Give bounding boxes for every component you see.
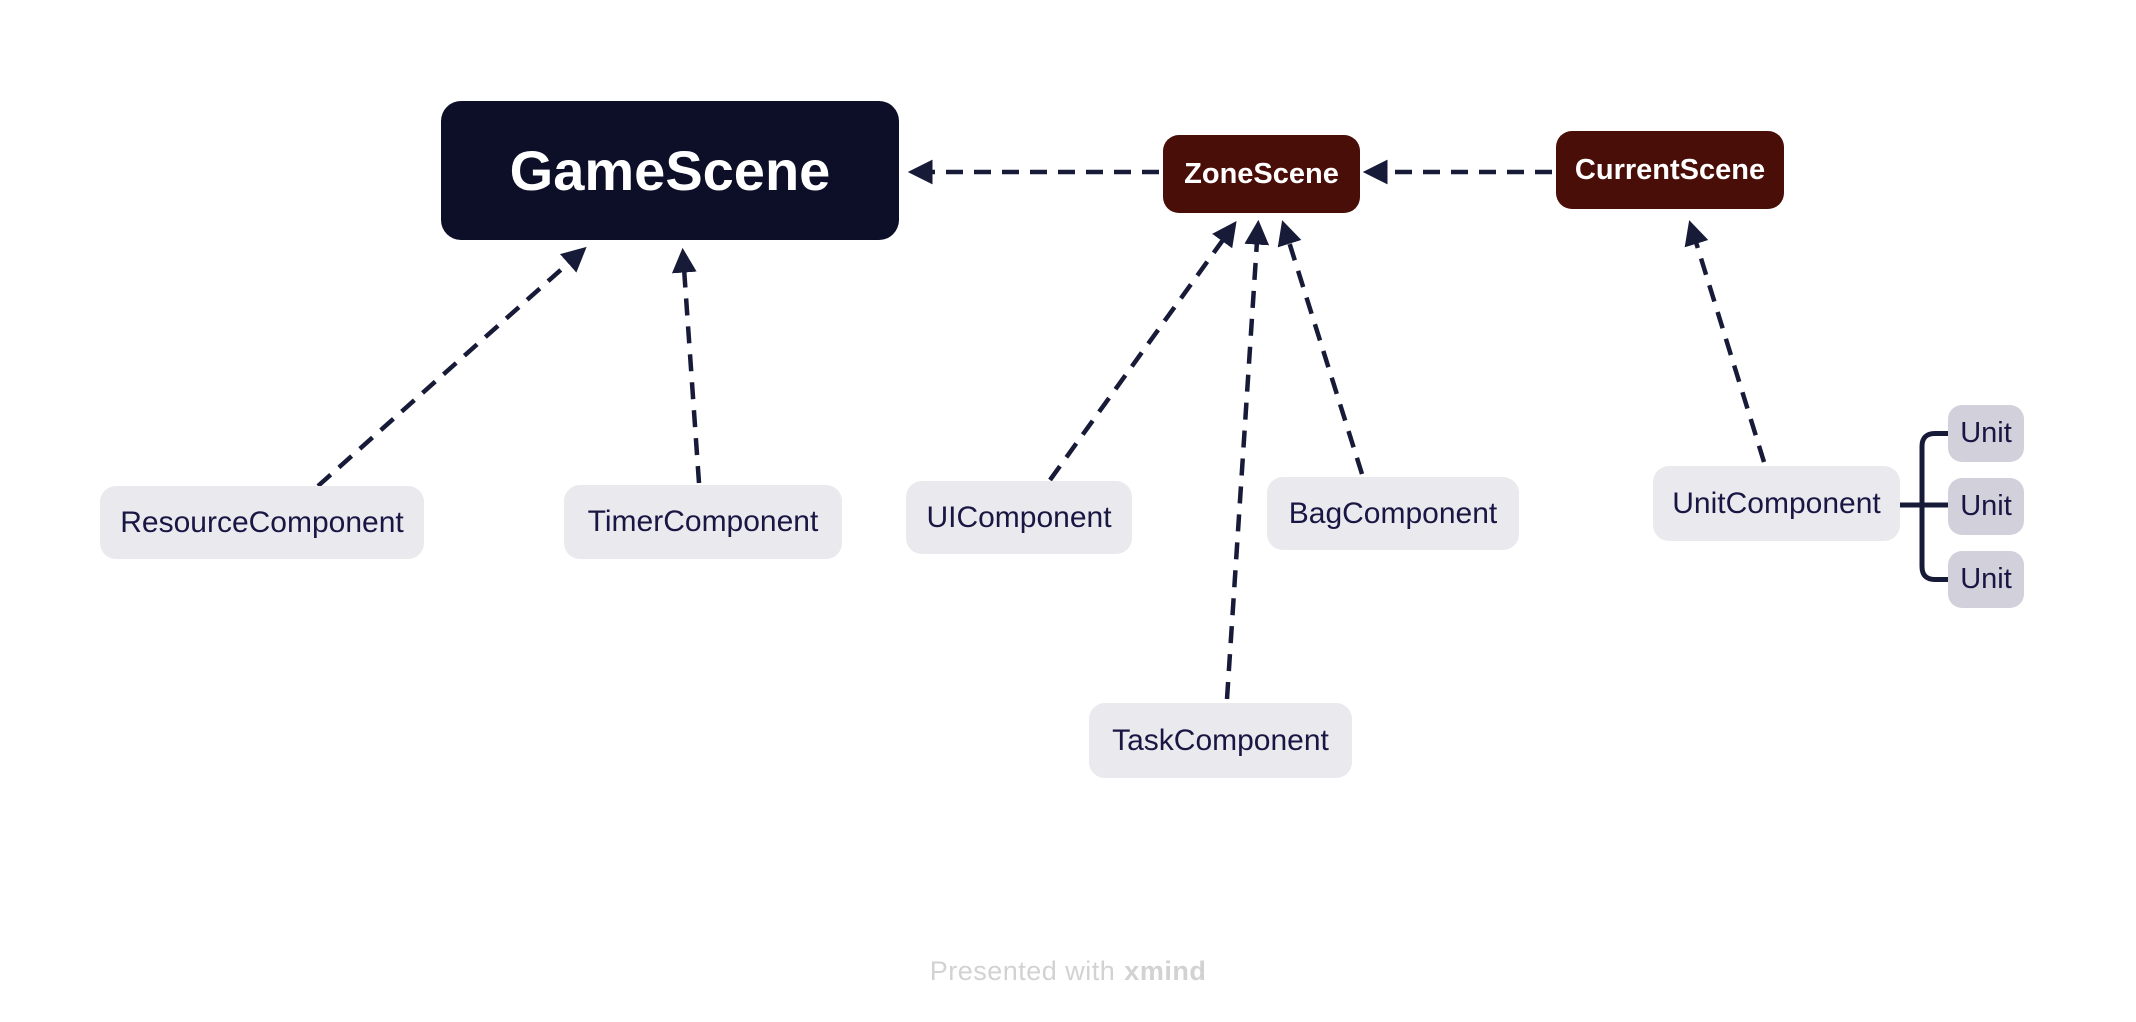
edge-resourcecomponent-to-gamescene	[316, 246, 587, 488]
edge-unitcomponent-to-currentscene	[1684, 220, 1767, 463]
edge-uicomponent-to-zonescene	[1048, 220, 1237, 482]
node-ui-component[interactable]: UIComponent	[906, 481, 1132, 554]
node-current-scene[interactable]: CurrentScene	[1556, 131, 1784, 209]
node-resource-component[interactable]: ResourceComponent	[100, 486, 424, 559]
footer-credit: Presented with xmind	[0, 956, 2136, 987]
footer-prefix: Presented with	[929, 956, 1116, 986]
node-unit-3[interactable]: Unit	[1948, 551, 2024, 608]
bracket-unit-group	[1919, 431, 1951, 582]
node-task-component[interactable]: TaskComponent	[1089, 703, 1352, 778]
edge-taskcomponent-to-zonescene	[1224, 219, 1270, 700]
node-bag-component[interactable]: BagComponent	[1267, 477, 1519, 550]
node-unit-2[interactable]: Unit	[1948, 478, 2024, 535]
node-unit-component[interactable]: UnitComponent	[1653, 466, 1900, 541]
edge-bagcomponent-to-zonescene	[1277, 220, 1365, 475]
node-timer-component[interactable]: TimerComponent	[564, 485, 842, 559]
footer-brand: xmind	[1124, 956, 1207, 986]
node-game-scene[interactable]: GameScene	[441, 101, 899, 240]
edge-timercomponent-to-gamescene	[671, 247, 702, 484]
node-unit-1[interactable]: Unit	[1948, 405, 2024, 462]
node-zone-scene[interactable]: ZoneScene	[1163, 135, 1360, 213]
